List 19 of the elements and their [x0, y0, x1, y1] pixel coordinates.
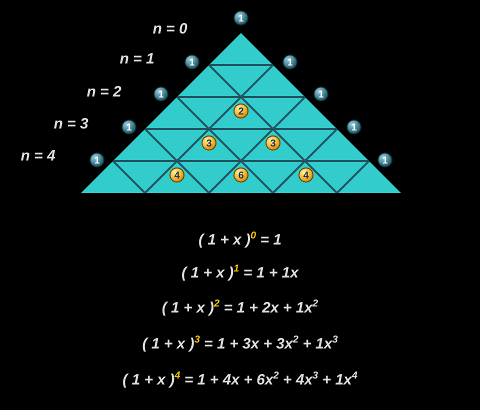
equation: ( 1 + x )$^{1}$ = 1 + 1x: [182, 264, 298, 282]
row-label: n = 0: [152, 20, 188, 38]
equation: ( 1 + x )$^{4}$ = 1 + 4x + 6x$^{2}$ + 4x$^{3}$ + 1x$^{4}$: [122, 372, 358, 388]
number-ball: 1: [154, 86, 168, 102]
number-ball: 1: [90, 152, 104, 168]
equation: ( 1 + x )$^{0}$ = 1: [198, 232, 282, 248]
equation: ( 1 + x )$^{3}$ = 1 + 3x + 3x$^{2}$ + 1x$^{3}$: [142, 336, 338, 352]
row-label: n = 3: [54, 116, 88, 132]
number-ball: 1: [282, 54, 298, 70]
row-label: n = 2: [86, 84, 122, 100]
row-label: n = 1: [120, 50, 154, 68]
number-ball: 1: [314, 86, 328, 102]
equation: ( 1 + x )$^{2}$ = 1 + 2x + 1x$^{2}$: [162, 300, 318, 316]
number-ball: 1: [122, 120, 136, 134]
number-ball: 1: [234, 10, 248, 26]
number-ball: 1: [378, 152, 392, 168]
number-ball: 1: [346, 120, 362, 134]
number-ball: 1: [184, 54, 200, 70]
row-label: n = 4: [20, 148, 56, 164]
